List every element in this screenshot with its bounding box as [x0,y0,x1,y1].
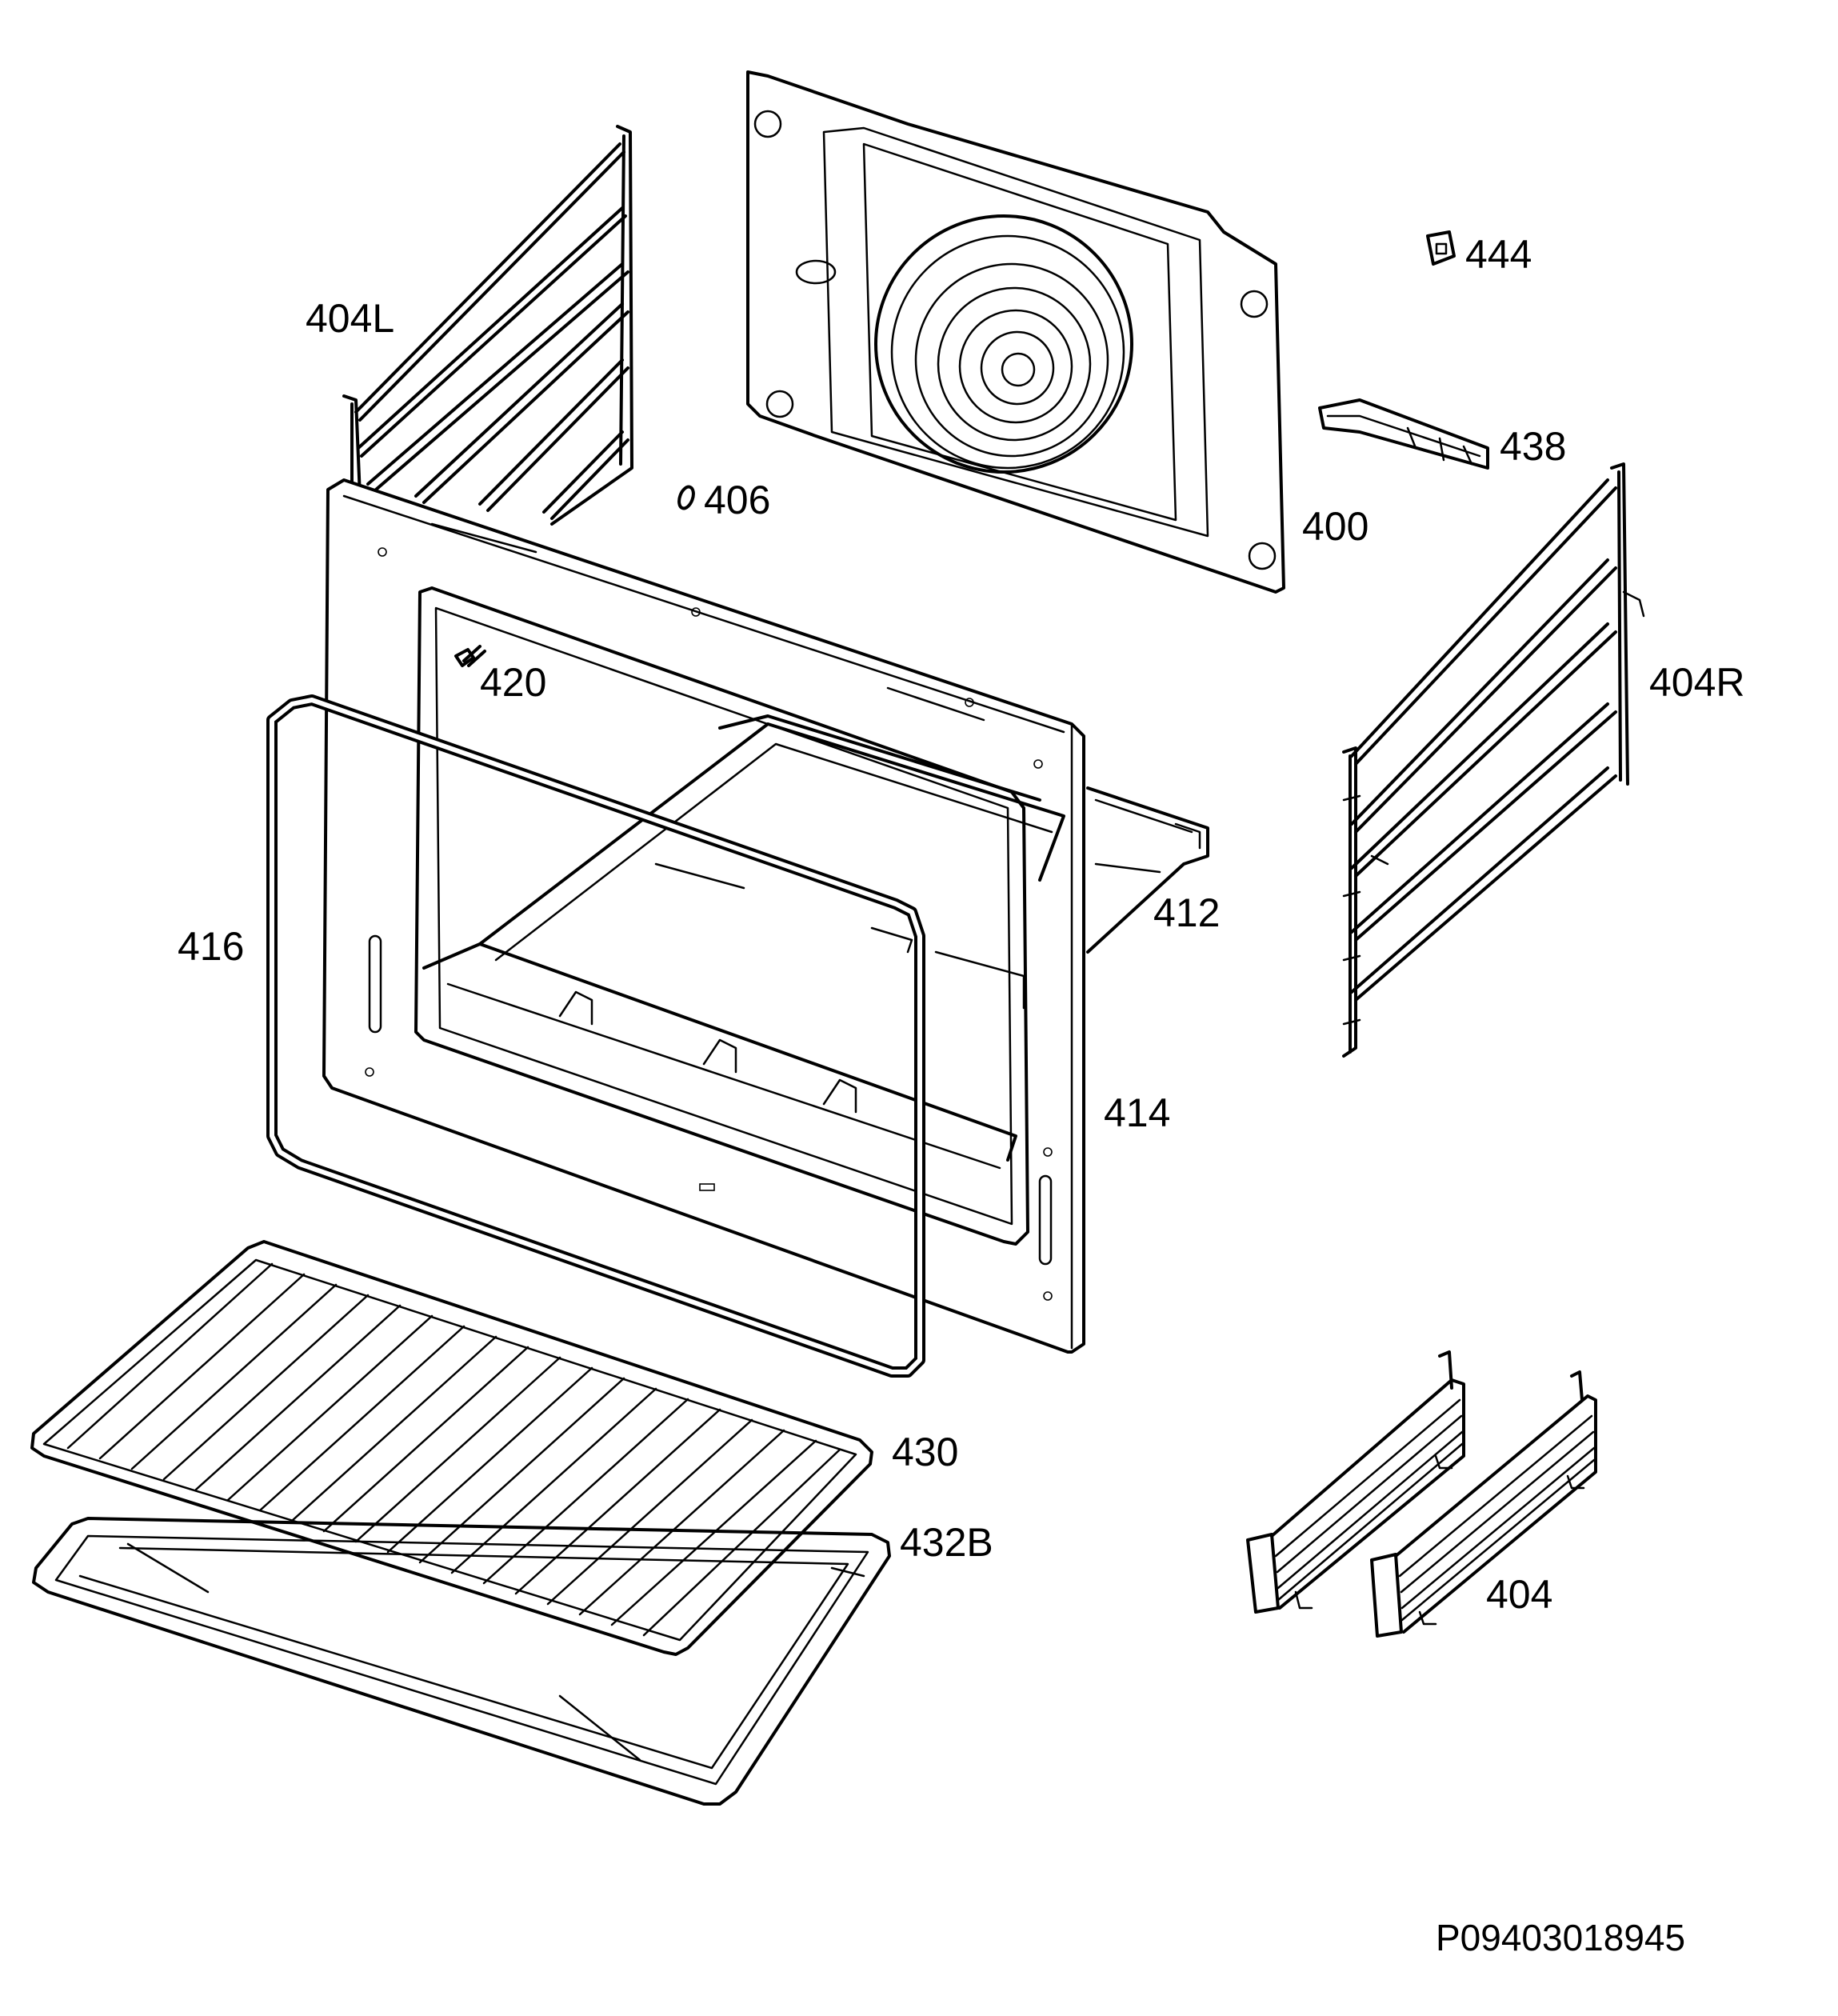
label-404R: 404R [1649,660,1745,705]
right-shelf-supports-404R[interactable] [1342,462,1645,1058]
wire-rack-430[interactable] [30,1240,873,1656]
telescopic-runners-404[interactable] [1246,1350,1597,1638]
rear-fan-panel-400[interactable] [746,70,1285,594]
label-412: 412 [1153,890,1220,935]
label-406: 406 [704,478,770,522]
screw-420[interactable] [454,645,486,667]
bracket-438[interactable] [1318,398,1489,470]
grill-element-412[interactable] [422,714,1209,1170]
label-400: 400 [1302,504,1369,549]
label-416: 416 [178,924,244,969]
drawing-code: P09403018945 [1436,1917,1685,1958]
front-frame-414[interactable] [322,478,1085,1354]
label-414: 414 [1104,1090,1170,1135]
label-404L: 404L [306,296,394,341]
left-shelf-supports-404L[interactable] [342,125,633,526]
label-444: 444 [1465,232,1532,277]
baking-tray-432B[interactable] [32,1517,891,1806]
label-404: 404 [1486,1572,1552,1617]
label-420: 420 [480,660,546,705]
clip-444[interactable] [1426,230,1456,266]
label-432B: 432B [900,1520,993,1565]
part-406[interactable] [677,485,697,510]
door-gasket-416[interactable] [266,694,925,1378]
label-438: 438 [1500,424,1566,469]
label-430: 430 [892,1430,958,1474]
